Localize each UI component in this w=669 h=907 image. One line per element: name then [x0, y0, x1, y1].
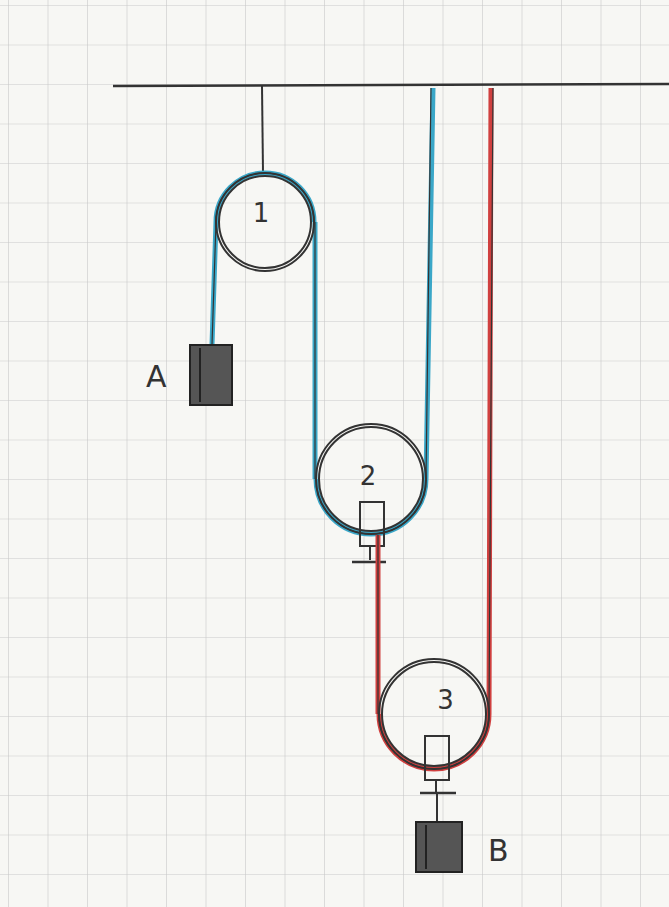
- pulley-wheel: 1: [215, 172, 315, 272]
- pulley-outline: [378, 658, 490, 770]
- pulley-number: 2: [360, 463, 377, 489]
- mass-label: B: [488, 836, 509, 866]
- pulley-number: 1: [253, 200, 270, 226]
- rope: [378, 535, 379, 714]
- pulley-number: 3: [437, 687, 454, 713]
- rope: [315, 222, 316, 479]
- mass-label: A: [146, 362, 167, 392]
- pulley-wheel: 2: [315, 423, 427, 535]
- pulley-wheel: 3: [378, 658, 490, 770]
